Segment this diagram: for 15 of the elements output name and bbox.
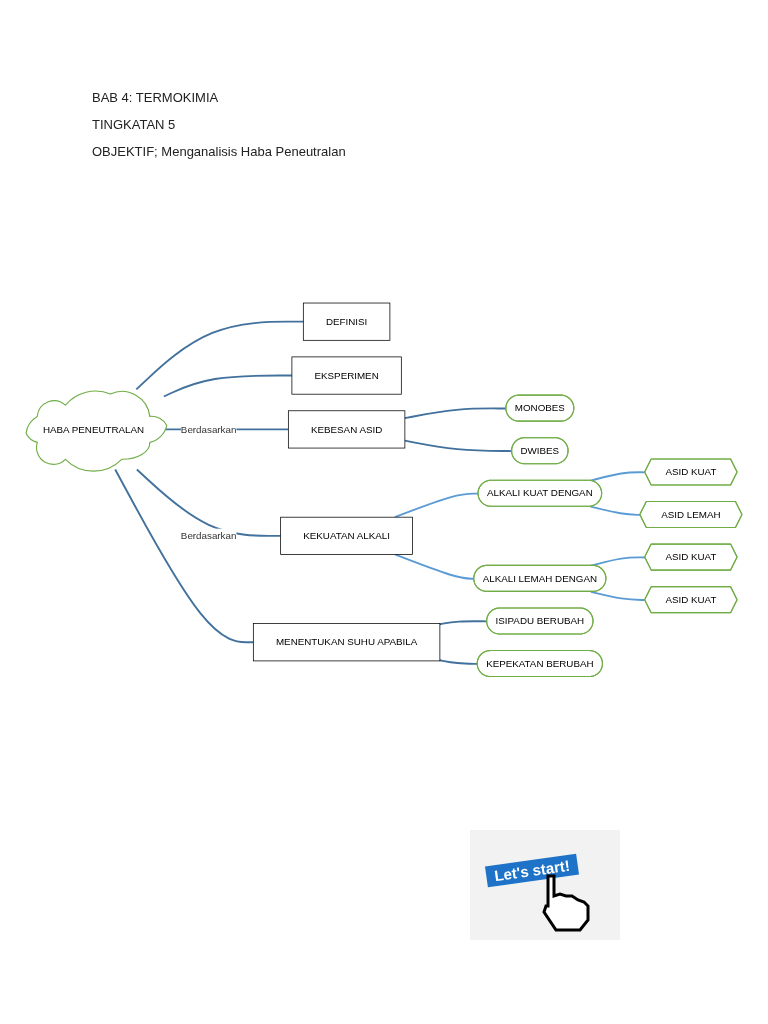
edge-label: Berdasarkan xyxy=(180,530,237,542)
node-box: EKSPERIMEN xyxy=(291,356,402,395)
node-box: KEKUATAN ALKALI xyxy=(280,517,413,556)
connector xyxy=(135,320,305,391)
edge-label: Berdasarkan xyxy=(180,423,237,436)
node-box: DEFINISI xyxy=(302,302,391,341)
subtitle: TINGKATAN 5 xyxy=(92,117,177,132)
connector xyxy=(162,374,293,398)
start-banner: Let's start! xyxy=(485,853,580,888)
node-box: MENENTUKAN SUHU APABILA xyxy=(252,623,441,662)
connector xyxy=(135,468,282,537)
title: BAB 4: TERMOKIMIA xyxy=(92,90,220,105)
objective-text: OBJEKTIF; Menganalisis Haba Peneutralan xyxy=(92,144,346,159)
connector xyxy=(114,468,255,644)
node-box: KEBESAN ASID xyxy=(287,410,406,449)
